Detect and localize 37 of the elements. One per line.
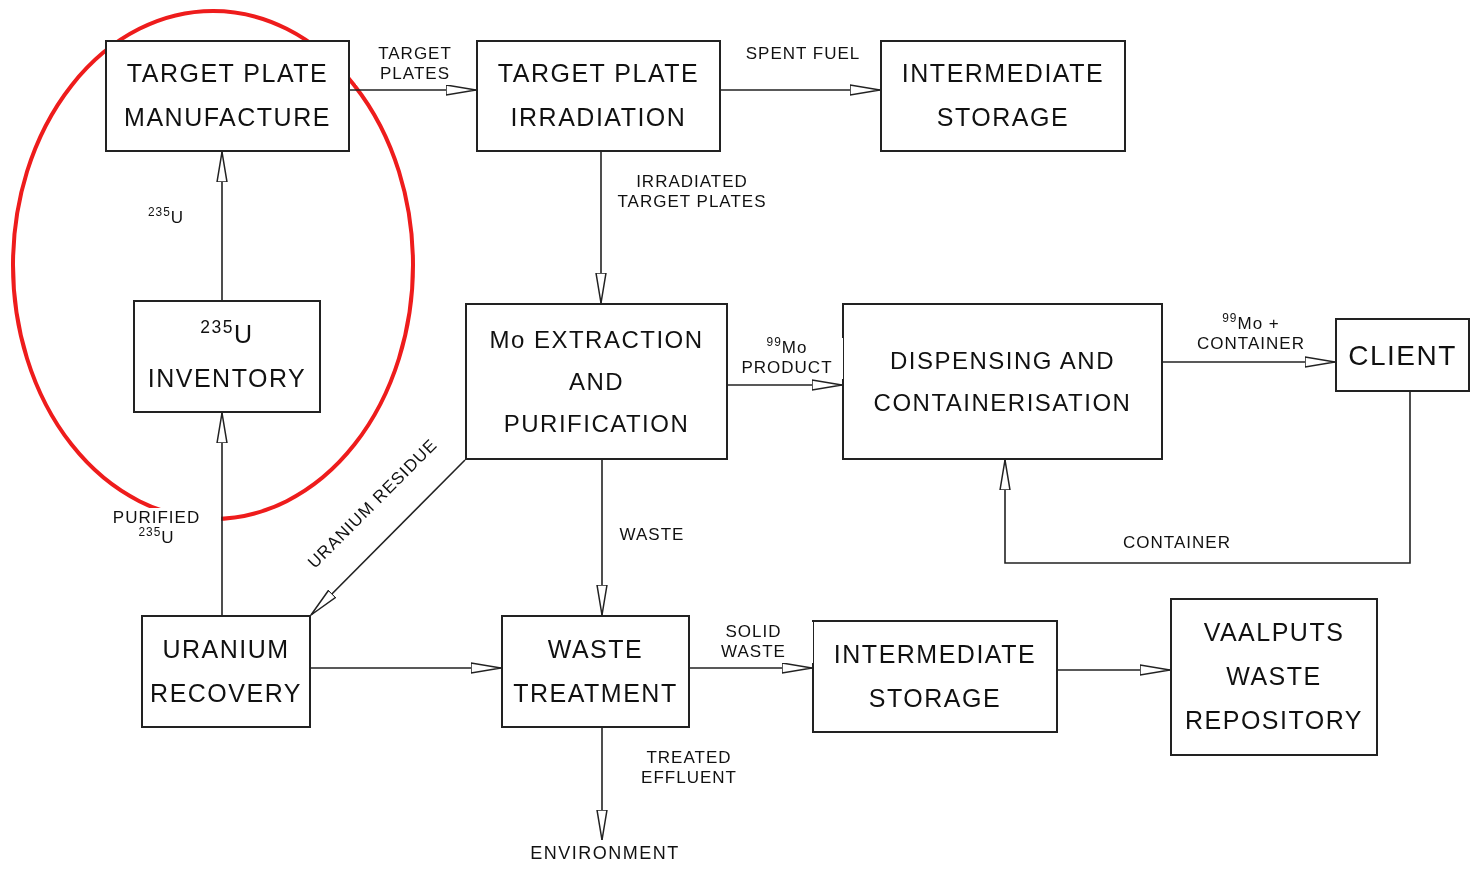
box-label: TARGET PLATE MANUFACTURE bbox=[123, 58, 332, 133]
arrow bbox=[596, 727, 608, 841]
process-box bbox=[1335, 318, 1470, 392]
box-label: TARGET PLATE IRRADIATION bbox=[496, 58, 701, 133]
arrow bbox=[1162, 356, 1336, 368]
arrow bbox=[596, 459, 608, 616]
process-box bbox=[501, 615, 690, 728]
process-box bbox=[1170, 598, 1378, 756]
box-label: CLIENT bbox=[1348, 338, 1457, 373]
process-box bbox=[842, 303, 1163, 460]
arrow bbox=[689, 662, 813, 674]
process-box bbox=[465, 303, 728, 460]
process-box bbox=[812, 620, 1058, 733]
arrow bbox=[349, 84, 477, 96]
arrow bbox=[216, 412, 228, 616]
arrow bbox=[727, 379, 843, 391]
process-box bbox=[141, 615, 311, 728]
arrow bbox=[720, 84, 881, 96]
arrow bbox=[310, 662, 502, 674]
box-label: INTERMEDIATE STORAGE bbox=[900, 58, 1106, 133]
box-label: DISPENSING AND CONTAINERISATION bbox=[872, 345, 1133, 418]
arrow bbox=[1057, 664, 1171, 676]
box-label: URANIUM RECOVERY bbox=[150, 633, 302, 709]
box-label: $^{235}$U INVENTORY bbox=[146, 316, 308, 394]
arrow bbox=[595, 151, 607, 304]
process-box bbox=[476, 40, 721, 152]
box-label: Mo EXTRACTION AND PURIFICATION bbox=[488, 324, 705, 439]
arrow bbox=[310, 459, 466, 616]
process-box bbox=[880, 40, 1126, 152]
process-box bbox=[133, 300, 321, 413]
box-label: VAALPUTS WASTE REPOSITORY bbox=[1184, 617, 1364, 736]
box-label: WASTE TREATMENT bbox=[512, 633, 679, 709]
process-box bbox=[105, 40, 350, 152]
node-label: ENVIRONMENT bbox=[530, 842, 680, 866]
arrow bbox=[216, 151, 228, 301]
arrow bbox=[999, 391, 1411, 564]
box-label: INTERMEDIATE STORAGE bbox=[832, 638, 1038, 714]
